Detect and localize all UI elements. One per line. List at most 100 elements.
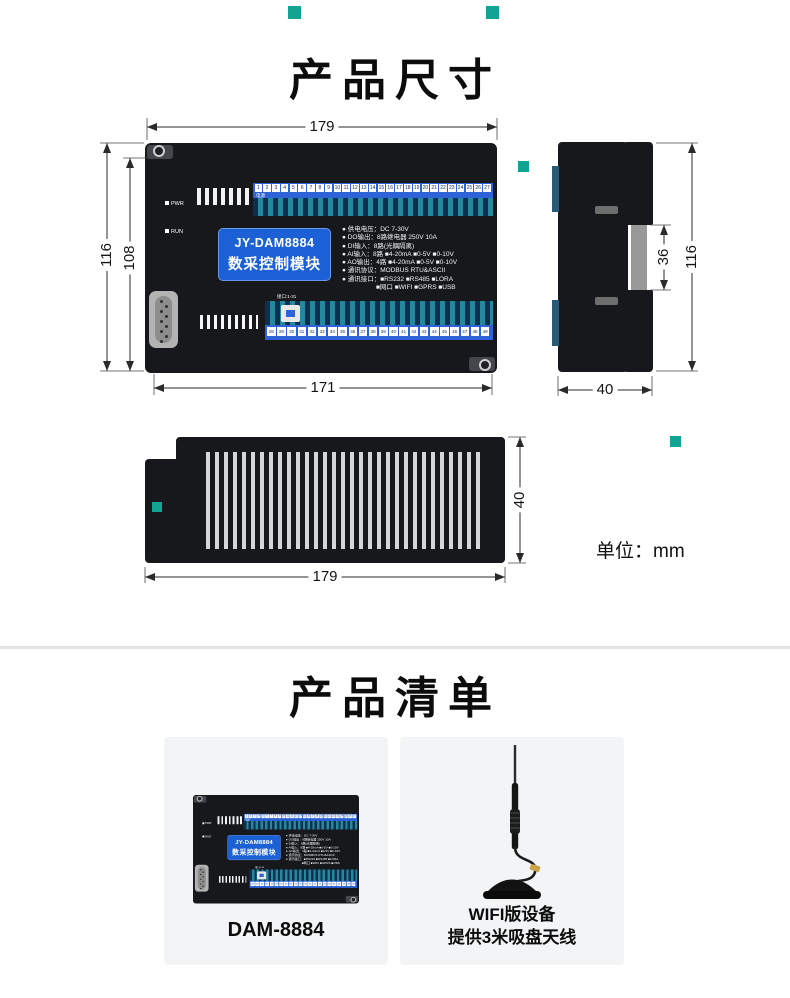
spec-line: ● AO输出：4路 ■4-20mA ■0-5V ■0-10V: [342, 259, 458, 267]
spec-line: ● DI输入：8路(光耦隔离): [285, 841, 320, 846]
terminal-cell: 7: [307, 184, 315, 192]
terminal-cell: 36: [288, 881, 293, 887]
led-run: RUN: [202, 835, 211, 839]
terminal-cell: 9: [324, 184, 333, 192]
terminal-cell: 24: [340, 814, 344, 819]
barcode: [200, 315, 258, 329]
dim-front-height-inner: 108: [121, 241, 139, 275]
terminal-cell: 43: [419, 327, 429, 336]
decor-marker: [152, 502, 162, 512]
terminal-cell: 13: [294, 814, 298, 819]
decor-marker: [670, 436, 681, 447]
terminal-cell: 42: [409, 327, 419, 336]
terminal-blocks: [243, 820, 358, 830]
spec-line: ● 通讯接口：■RS232 ■RS485 ■LORA: [285, 857, 339, 861]
led-pwr: PWR: [165, 201, 184, 207]
led-run-label: RUN: [205, 835, 211, 839]
terminal-cell: 12: [351, 184, 359, 192]
terminal-cell: 22: [331, 814, 336, 819]
spec-list: ● 供电电压：DC 7-30V ● DO输出：8路继电器 250V 10A ● …: [286, 834, 358, 865]
terminal-cell: 29: [255, 881, 260, 887]
terminal-cell: 38: [298, 881, 303, 887]
led-dot-icon: [165, 229, 169, 233]
terminal-cell: 4: [280, 184, 289, 192]
spec-line: ● DO输出：8路继电器 250V 10A: [342, 234, 437, 242]
mounting-hole: [196, 795, 203, 802]
terminal-cell: 18: [404, 184, 412, 192]
terminal-cell: 16: [386, 184, 394, 192]
db9-pins: [197, 867, 206, 890]
terminal-cell: 33: [274, 881, 279, 887]
section-title-checklist: 产品清单: [289, 674, 501, 723]
terminal-cell: 28: [267, 327, 276, 336]
terminal-blocks: [265, 301, 493, 325]
terminal-cell: 45: [440, 327, 449, 336]
bottom-vent-slots: [206, 452, 480, 549]
port-label: 接口:1-31: [277, 294, 297, 299]
terminal-cell: 13: [360, 184, 368, 192]
terminal-cell: 27: [483, 184, 491, 192]
spec-list: ● 供电电压：DC 7-30V ● DO输出：8路继电器 250V 10A ● …: [342, 226, 494, 292]
terminal-cell: 49: [351, 881, 356, 887]
terminal-cell: 17: [311, 814, 315, 819]
device-label-box: JY-DAM8884 数采控制模块: [227, 835, 281, 861]
terminal-cell: 14: [368, 184, 377, 192]
side-body: [558, 142, 628, 372]
terminal-cell: 42: [317, 881, 322, 887]
terminal-cell: 22: [439, 184, 447, 192]
device-label-box: JY-DAM8884 数采控制模块: [218, 228, 331, 281]
terminal-cell: 8: [273, 814, 278, 819]
device-model: JY-DAM8884: [234, 236, 315, 250]
terminal-cell: 31: [297, 327, 307, 336]
device-model: JY-DAM8884: [235, 838, 273, 846]
led-run-label: RUN: [171, 229, 183, 235]
dim-side-rail-gap: 36: [655, 244, 673, 270]
terminal-cell: 16: [306, 814, 311, 819]
terminal-cell: 39: [379, 327, 388, 336]
terminal-cell: 31: [264, 881, 269, 887]
terminal-cell: 25: [465, 184, 474, 192]
terminal-cell: 32: [269, 881, 274, 887]
terminal-cell: 21: [327, 814, 332, 819]
terminal-cell: 14: [298, 814, 303, 819]
vent-slots: [197, 188, 253, 205]
section-divider: [0, 646, 790, 649]
led-dot-icon: [165, 201, 169, 205]
unit-note: 单位：mm: [596, 541, 685, 562]
section-title-dimensions: 产品尺寸: [289, 56, 501, 105]
terminal-cell: 20: [323, 814, 328, 819]
port-hole: [286, 310, 295, 317]
spec-line: ● 供电电压：DC 7-30V: [285, 834, 318, 838]
mounting-hole: [479, 359, 491, 371]
terminal-cell: 38: [368, 327, 378, 336]
dim-front-height-outer: 116: [98, 239, 116, 271]
dim-bottom-depth: 40: [511, 487, 529, 513]
led-pwr-label: PWR: [171, 201, 184, 207]
terminal-cell: 21: [430, 184, 438, 192]
terminal-cell: 23: [448, 184, 456, 192]
terminal-cell: 43: [322, 881, 327, 887]
spec-line: ● 通讯协议：MODBUS RTU&ASCII: [285, 853, 335, 858]
mounting-hole: [153, 145, 165, 157]
terminal-cell: 30: [287, 327, 296, 336]
terminal-cell: 37: [293, 881, 298, 887]
terminal-cell: 29: [277, 327, 286, 336]
terminal-cell: 15: [377, 184, 386, 192]
terminal-cell: 19: [319, 814, 323, 819]
terminal-cell: 26: [348, 814, 352, 819]
dim-front-width-top: 179: [305, 118, 339, 136]
spec-line: ● 供电电压：DC 7-30V: [342, 226, 409, 233]
terminal-cell: 9: [277, 814, 282, 819]
terminal-cell: 41: [312, 881, 318, 887]
spec-line: ● DI输入：8路(光耦隔离): [342, 242, 415, 250]
spec-line: ● AO输出：4路 ■4-20mA ■0-5V ■0-10V: [285, 849, 341, 854]
